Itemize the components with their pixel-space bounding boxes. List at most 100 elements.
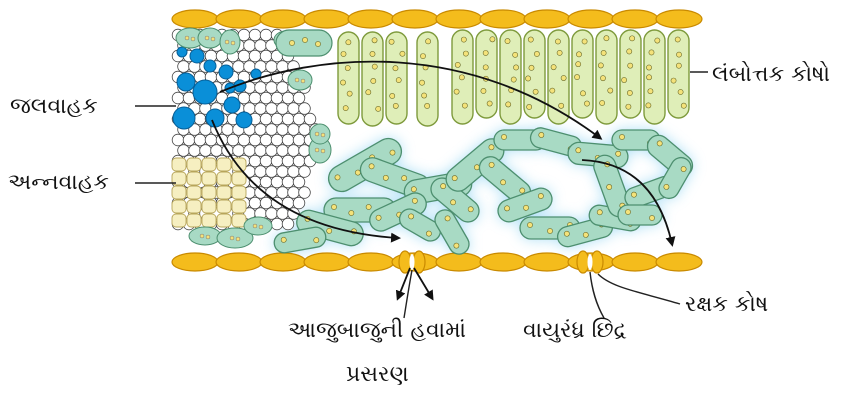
tissue-cell [293,176,305,188]
palisade-cell [338,32,359,124]
epidermis-cell [304,10,350,28]
chloroplast [490,37,495,42]
tissue-cell [249,29,261,41]
stoma-right [577,251,603,273]
chloroplast [676,63,681,68]
tissue-cell [189,145,201,157]
chloroplast [681,103,686,108]
chloroplast [455,62,460,67]
epidermis-cell [612,10,658,28]
tissue-cell [299,103,311,115]
tissue-cell [227,134,239,146]
tissue-cell [282,92,294,104]
tissue-cell [271,218,283,230]
tissue-cell [282,218,294,230]
chloroplast [419,80,424,85]
tissue-cell [271,176,283,188]
chloroplast [676,52,681,57]
chloroplast [366,204,371,209]
epidermis-cell [304,253,350,271]
chloroplast [528,37,533,42]
tissue-cell [266,103,278,115]
tissue-cell [200,145,212,157]
leader-guard-cell [598,274,680,304]
tissue-cell [178,145,190,157]
phloem-cell [202,200,216,213]
phloem-cell [172,158,186,171]
chloroplast [396,78,401,83]
tissue-cell [238,50,250,62]
chloroplast [331,204,336,209]
tissue-cell [172,92,184,104]
tissue-cell [293,134,305,146]
epidermis-cell [216,253,262,271]
chloroplast [400,51,405,56]
tissue-cell [277,208,289,220]
leader-stoma [590,272,604,318]
chloroplast [625,209,630,214]
tissue-cell [178,61,190,73]
small-cell [310,124,330,144]
tissue-cell [266,124,278,136]
chloroplast [561,75,566,80]
chloroplast [301,79,305,83]
palisade-cell [524,30,545,118]
chloroplast [525,76,530,81]
chloroplast [527,222,532,227]
chloroplast [347,91,352,96]
tissue-cell [255,82,267,94]
phloem-cell [202,158,216,171]
chloroplast [576,147,582,153]
tissue-cell [238,134,250,146]
chloroplast [557,50,562,55]
chloroplast [393,66,398,71]
chloroplast [340,80,345,85]
tissue-cell [271,134,283,146]
tissue-cell [277,187,289,199]
tissue-cell [249,92,261,104]
chloroplast [574,74,579,79]
xylem-vessel [206,109,224,127]
tissue-cell [255,145,267,157]
tissue-cell [299,187,311,199]
chloroplast [191,37,195,41]
chloroplast [649,215,654,220]
chloroplast [580,91,585,96]
tissue-cell [277,145,289,157]
tissue-cell [282,176,294,188]
palisade-cell [476,30,497,118]
chloroplast [550,88,555,93]
chloroplast [253,224,257,228]
tissue-cell [260,113,272,125]
chloroplast [483,50,488,55]
phloem-cell [187,186,201,199]
tissue-cell [183,134,195,146]
chloroplast [622,77,627,82]
chloroplast [315,41,320,46]
xylem-vessel [193,80,217,104]
chloroplast [501,134,506,139]
phloem-cell [217,186,231,199]
phloem-cell [187,172,201,185]
chloroplast [461,37,466,42]
tissue-cell [260,92,272,104]
xylem-vessel [236,112,252,128]
phloem-cell [217,214,231,227]
chloroplast [425,103,430,108]
chloroplast [463,51,468,56]
chloroplast [626,104,631,109]
chloroplast [678,89,683,94]
chloroplast [370,51,375,56]
tissue-cell [282,113,294,125]
epidermis-cell [480,253,526,271]
arrow-out-right [414,268,432,298]
epidermis-cell [348,10,394,28]
chloroplast [529,65,534,70]
xylem-vessel [224,97,240,113]
chloroplast [600,100,605,105]
chloroplast [225,40,229,44]
phloem-cell [172,200,186,213]
xylem-vessel [190,49,204,63]
chloroplast [341,51,346,56]
